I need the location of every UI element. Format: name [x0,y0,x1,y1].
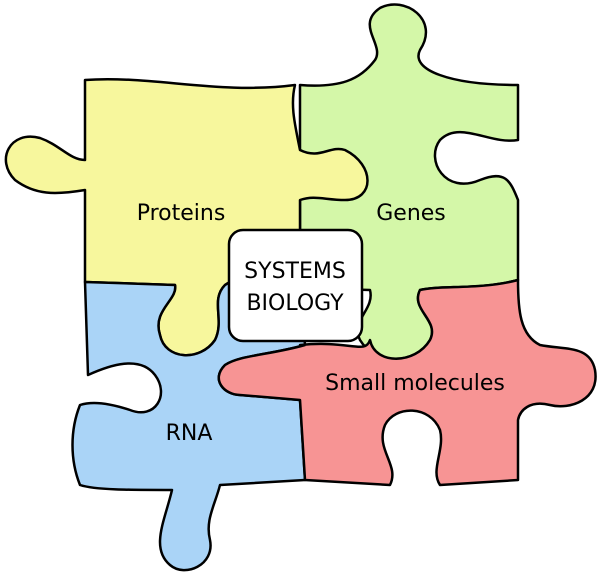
center-label-line1: SYSTEMS [244,259,346,284]
genes-label: Genes [376,201,446,226]
rna-puzzle-piece [71,278,307,572]
systems-biology-box [227,228,364,343]
proteins-label: Proteins [137,201,226,226]
rna-label: RNA [166,421,213,446]
center-label-line2: BIOLOGY [246,291,344,316]
small-molecules-puzzle-piece [217,278,597,487]
small-molecules-label: Small molecules [325,371,505,396]
